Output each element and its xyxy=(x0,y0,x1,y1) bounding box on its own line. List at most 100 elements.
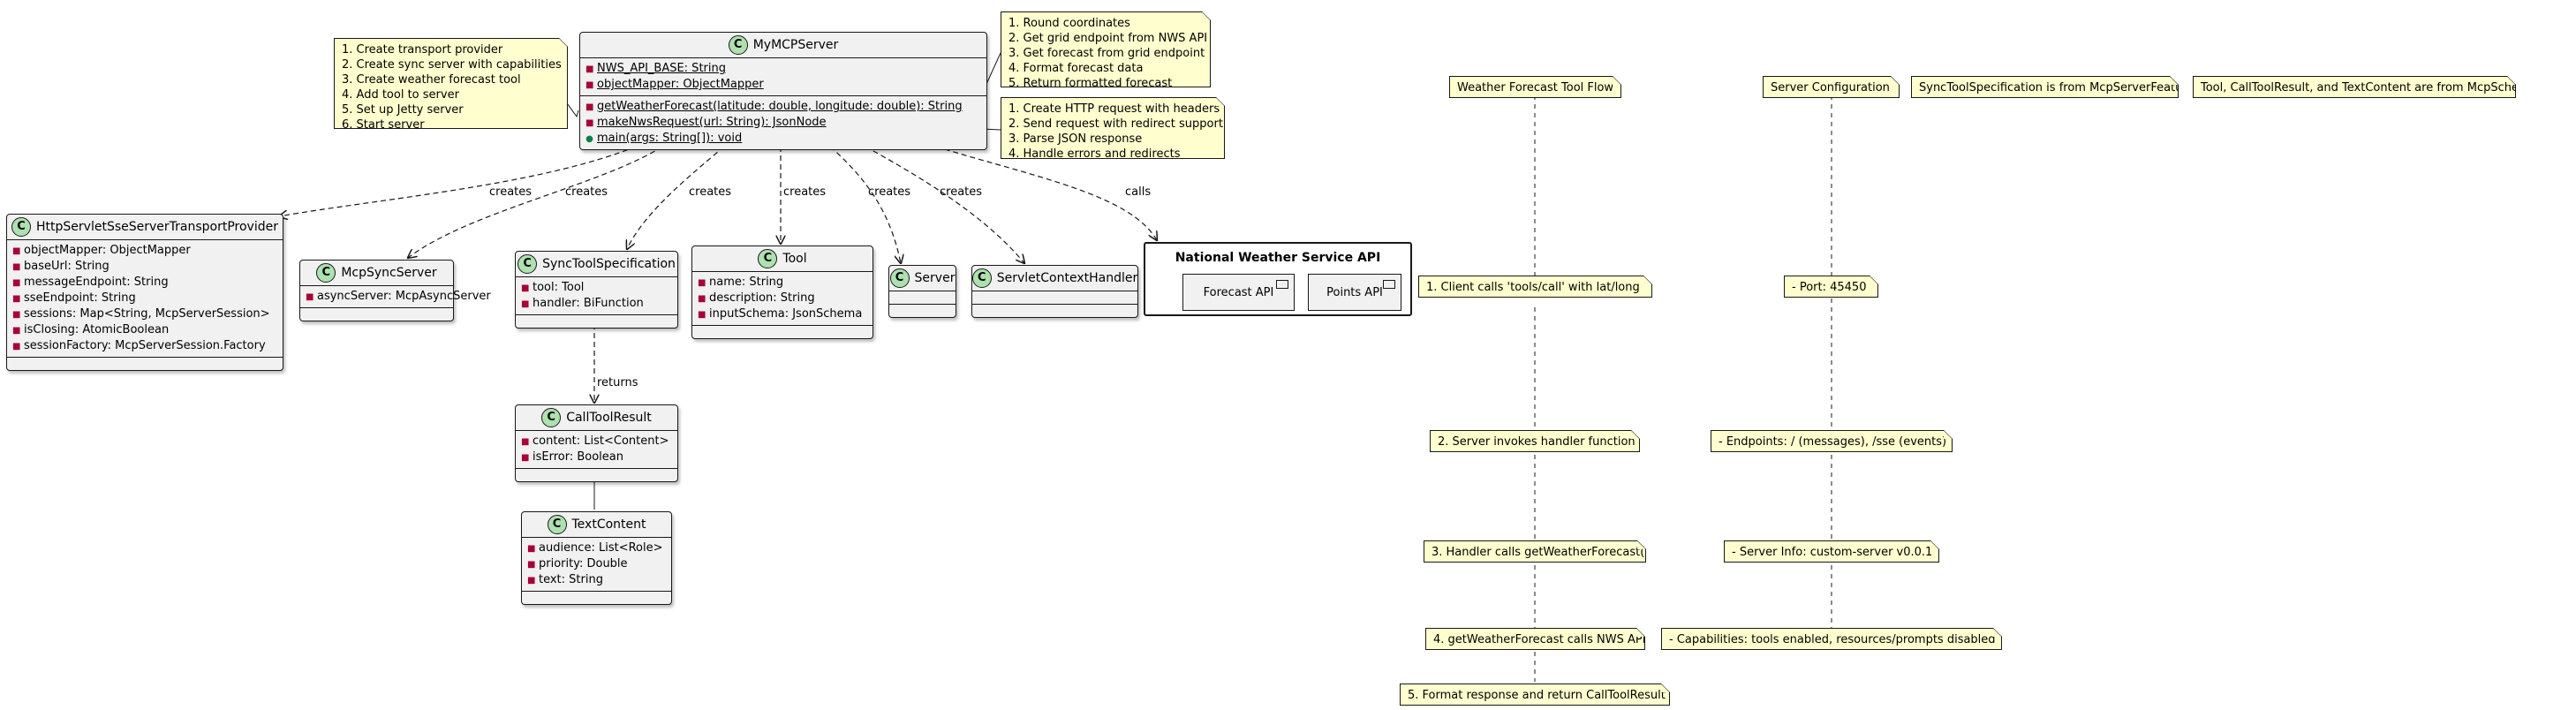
field-text: objectMapper: ObjectMapper xyxy=(597,78,764,91)
package-nws-api: National Weather Service API Forecast AP… xyxy=(1144,242,1412,316)
note-text: - Server Info: custom-server v0.0.1 xyxy=(1732,546,1933,559)
class-icon: C xyxy=(547,515,567,534)
field-text: handler: BiFunction xyxy=(533,297,644,310)
class-server: C Server xyxy=(888,265,956,318)
class-fields: ■NWS_API_BASE: String ■objectMapper: Obj… xyxy=(580,57,986,95)
field: ■isError: Boolean xyxy=(516,449,677,465)
private-marker-icon: ■ xyxy=(12,278,21,288)
note-flow-5: 5. Format response and return CallToolRe… xyxy=(1400,684,1670,706)
edge-label-creates: creates xyxy=(940,185,983,199)
field: ■objectMapper: ObjectMapper xyxy=(580,77,986,93)
field: ■text: String xyxy=(522,572,671,588)
field-text: objectMapper: ObjectMapper xyxy=(24,244,191,257)
public-marker-icon: ● xyxy=(585,134,593,144)
field-text: asyncServer: McpAsyncServer xyxy=(317,290,491,303)
field: ■content: List<Content> xyxy=(516,434,677,449)
edge-label-creates: creates xyxy=(689,185,732,199)
field: ■messageEndpoint: String xyxy=(7,275,283,291)
note-text: SyncToolSpecification is from McpServerF… xyxy=(1919,81,2201,94)
note-flow-3: 3. Handler calls getWeatherForecast() xyxy=(1424,540,1646,563)
class-tool: C Tool ■name: String ■description: Strin… xyxy=(691,245,873,339)
edge-creates-servlet xyxy=(865,146,1024,263)
field: ■name: String xyxy=(692,275,873,291)
field-text: sseEndpoint: String xyxy=(24,291,136,305)
note-flow-1: 1. Client calls 'tools/call' with lat/lo… xyxy=(1418,276,1652,298)
class-methods xyxy=(300,307,453,321)
note-config-2: - Endpoints: / (messages), /sse (events) xyxy=(1711,430,1953,452)
class-header: C HttpServletSseServerTransportProvider xyxy=(7,215,283,239)
class-fields: ■objectMapper: ObjectMapper ■baseUrl: St… xyxy=(7,239,283,357)
field-text: content: List<Content> xyxy=(533,434,669,448)
note-line: 1. Round coordinates xyxy=(1008,17,1130,30)
field: ■NWS_API_BASE: String xyxy=(580,61,986,77)
note-text: 4. getWeatherForecast calls NWS API xyxy=(1433,633,1646,646)
class-methods xyxy=(972,304,1137,317)
class-header: C Server xyxy=(889,266,956,291)
note-line: 4. Format forecast data xyxy=(1008,62,1144,75)
edge-label-creates: creates xyxy=(783,185,827,199)
method-text: main(args: String[]): void xyxy=(597,132,743,145)
class-icon: C xyxy=(11,217,32,237)
field-text: sessions: Map<String, McpServerSession> xyxy=(24,307,270,321)
note-text: Tool, CallToolResult, and TextContent ar… xyxy=(2201,81,2537,94)
note-text: 5. Format response and return CallToolRe… xyxy=(1408,689,1666,702)
class-header: C Tool xyxy=(692,246,873,271)
note-line: 3. Create weather forecast tool xyxy=(342,73,521,87)
note-line: 4. Handle errors and redirects xyxy=(1008,147,1181,161)
field: ■handler: BiFunction xyxy=(516,296,677,312)
class-textcontent: C TextContent ■audience: List<Role> ■pri… xyxy=(521,511,672,605)
field-text: name: String xyxy=(709,276,784,289)
private-marker-icon: ■ xyxy=(585,118,594,128)
note-sync-origin: SyncToolSpecification is from McpServerF… xyxy=(1911,76,2179,98)
field: ■objectMapper: ObjectMapper xyxy=(7,243,283,259)
private-marker-icon: ■ xyxy=(585,64,594,74)
class-icon: C xyxy=(316,263,336,283)
note-line: 2. Send request with redirect support xyxy=(1008,117,1223,131)
private-marker-icon: ■ xyxy=(585,80,594,90)
class-methods xyxy=(522,591,671,604)
private-marker-icon: ■ xyxy=(527,544,536,554)
note-main-steps: 1. Create transport provider 2. Create s… xyxy=(334,38,568,129)
method: ● main(args: String[]): void xyxy=(580,131,986,147)
private-marker-icon: ■ xyxy=(521,437,530,447)
field-text: sessionFactory: McpServerSession.Factory xyxy=(24,339,266,352)
private-marker-icon: ■ xyxy=(12,326,21,336)
edge-creates-transport xyxy=(279,146,637,216)
note-line: 5. Set up Jetty server xyxy=(342,103,464,117)
class-transport-provider: C HttpServletSseServerTransportProvider … xyxy=(6,214,283,371)
private-marker-icon: ■ xyxy=(521,453,530,463)
class-header: C McpSyncServer xyxy=(300,261,453,285)
note-text: - Capabilities: tools enabled, resources… xyxy=(1669,633,1996,646)
private-marker-icon: ■ xyxy=(12,342,21,351)
class-name: ServletContextHandler xyxy=(996,271,1138,285)
class-fields: ■asyncServer: McpAsyncServer xyxy=(300,285,491,307)
note-flow-title: Weather Forecast Tool Flow xyxy=(1449,76,1621,98)
component-points-api: Points API xyxy=(1308,274,1401,311)
class-methods: ■getWeatherForecast(latitude: double, lo… xyxy=(580,95,986,149)
note-text: - Endpoints: / (messages), /sse (events) xyxy=(1719,435,1947,449)
method: ■makeNwsRequest(url: String): JsonNode xyxy=(580,115,986,131)
private-marker-icon: ■ xyxy=(12,262,21,272)
edge-label-returns: returns xyxy=(597,376,638,389)
field: ■audience: List<Role> xyxy=(522,540,671,556)
class-name: McpSyncServer xyxy=(341,266,437,280)
private-marker-icon: ■ xyxy=(12,246,21,256)
edge-calls-nws xyxy=(935,146,1157,240)
class-fields: ■name: String ■description: String ■inpu… xyxy=(692,271,873,325)
private-marker-icon: ■ xyxy=(698,278,706,288)
class-name: Server xyxy=(914,271,956,285)
edge-creates-synctool xyxy=(627,146,725,249)
class-fields xyxy=(972,291,1137,304)
class-icon: C xyxy=(728,35,748,55)
note-line: 5. Return formatted forecast xyxy=(1008,77,1173,90)
class-header: C MyMCPServer xyxy=(580,33,986,57)
field: ■isClosing: AtomicBoolean xyxy=(7,322,283,338)
note-schema-origin: Tool, CallToolResult, and TextContent ar… xyxy=(2193,76,2516,98)
class-name: MyMCPServer xyxy=(752,38,839,52)
component-label: Points API xyxy=(1326,285,1383,299)
edge-creates-server xyxy=(829,146,901,263)
class-icon: C xyxy=(517,254,538,274)
class-name: HttpServletSseServerTransportProvider xyxy=(36,220,278,234)
component-icon xyxy=(1383,280,1395,289)
